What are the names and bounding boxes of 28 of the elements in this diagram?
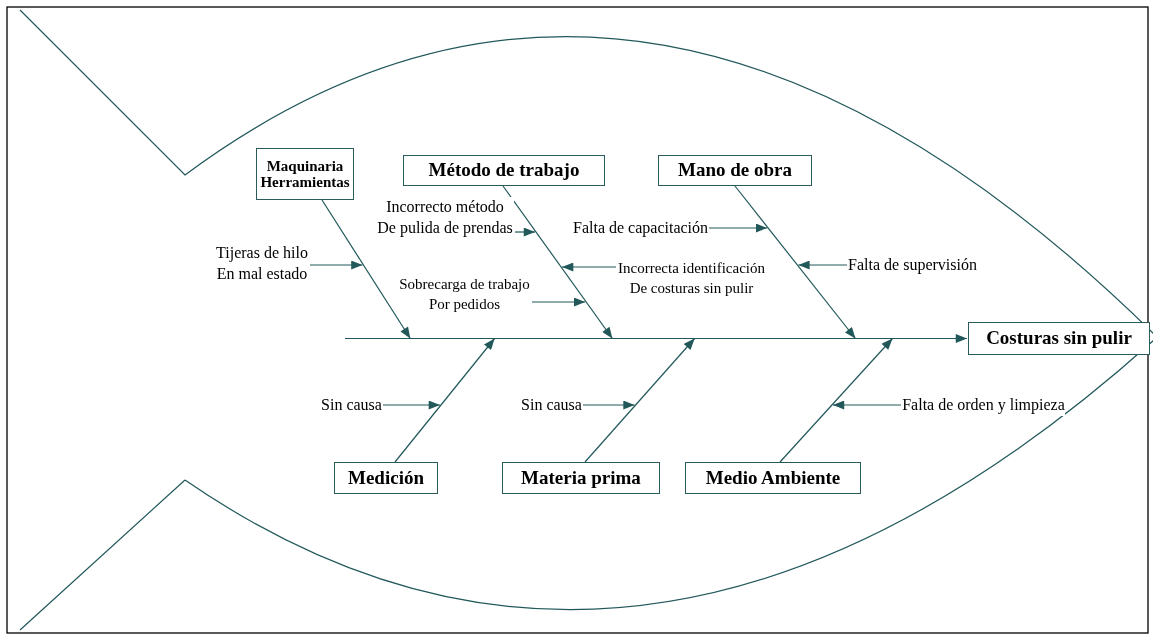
category-box: Maquinaria Herramientas bbox=[256, 148, 354, 200]
arrow bbox=[514, 227, 536, 237]
effect-box: Costuras sin pulir bbox=[968, 322, 1150, 355]
cause-label: Falta de orden y limpieza bbox=[902, 395, 1065, 416]
category-box: Medio Ambiente bbox=[685, 462, 861, 494]
arrow bbox=[734, 185, 856, 340]
arrow bbox=[779, 337, 894, 463]
cause-label: Incorrecto método De pulida de prendas bbox=[376, 197, 514, 239]
category-box: Método de trabajo bbox=[403, 155, 605, 186]
arrow bbox=[582, 400, 636, 410]
arrow bbox=[309, 260, 364, 270]
arrow bbox=[321, 199, 411, 340]
category-box: Materia prima bbox=[502, 462, 660, 494]
arrow bbox=[797, 260, 848, 270]
cause-label: Falta de supervisión bbox=[848, 255, 977, 276]
arrow bbox=[502, 185, 613, 340]
spine-arrow bbox=[344, 334, 968, 343]
arrow bbox=[531, 297, 586, 307]
category-box: Mano de obra bbox=[658, 155, 812, 186]
cause-label: Incorrecta identificación De costuras sin pulir bbox=[617, 259, 766, 298]
arrow bbox=[584, 337, 696, 463]
arrow bbox=[561, 262, 617, 272]
arrow bbox=[382, 400, 441, 410]
arrow bbox=[708, 223, 768, 233]
cause-label: Falta de capacitación bbox=[573, 218, 708, 239]
arrow bbox=[394, 337, 496, 463]
category-box: Medición bbox=[334, 462, 438, 494]
arrow bbox=[832, 400, 902, 410]
